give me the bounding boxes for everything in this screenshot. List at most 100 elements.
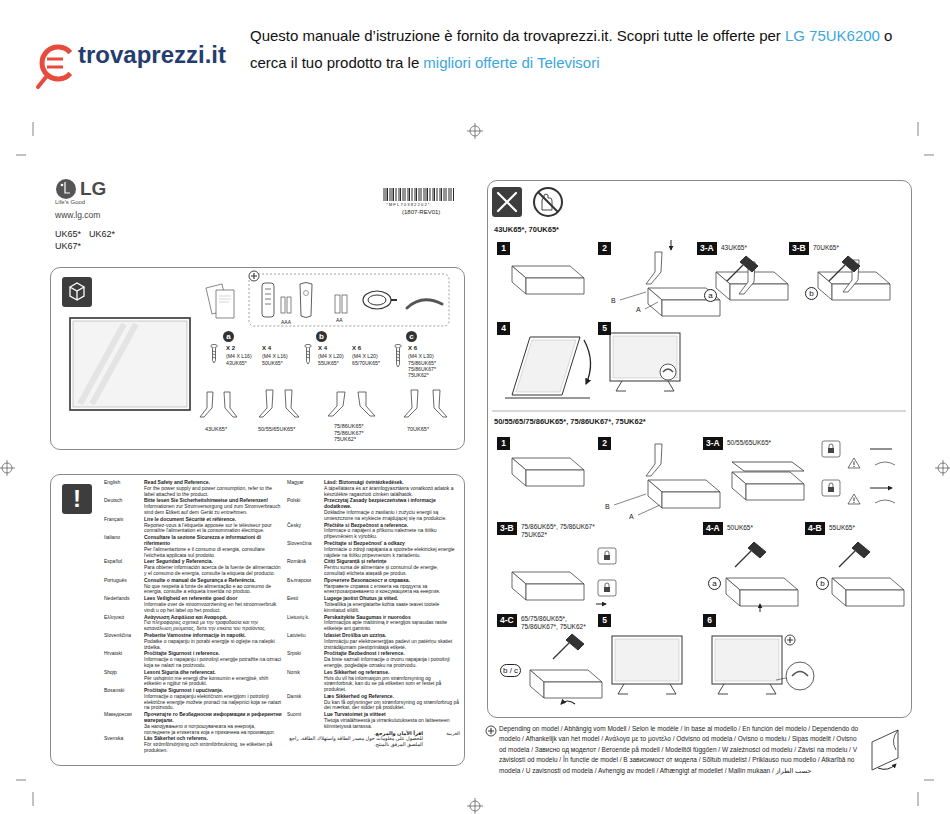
model-label: 75/86UK65* 75/86UK67* 75UK62* xyxy=(408,360,436,379)
language-name: Latviešu xyxy=(287,633,322,650)
language-row: HrvatskiPročitajte Sigurnost i reference… xyxy=(104,651,282,668)
contents-illustration xyxy=(285,390,299,417)
safety-text: För strömförsörjning och strömförbruknin… xyxy=(144,742,282,754)
assembly-illustration xyxy=(516,340,576,392)
assembly-illustration xyxy=(584,340,591,384)
warning-icon: ! xyxy=(62,484,92,514)
assembly-illustration xyxy=(839,542,870,567)
footnote-symbols xyxy=(878,764,896,769)
site-logo xyxy=(42,47,70,79)
screw-letter: c xyxy=(406,331,417,342)
language-content: Prečítajte si Bezpečnosť a odkazyInformá… xyxy=(324,541,460,558)
safety-text: Tietoja virtalähteestä ja virrankulutuks… xyxy=(324,718,460,730)
site-logo-text: trovaprezzi.it xyxy=(78,41,226,70)
badge-text: 4-C xyxy=(500,614,514,627)
language-name: Eesti xyxy=(287,596,322,613)
language-content: Прочетете Безопасност и справка.Направет… xyxy=(324,578,460,595)
assembly-illustration xyxy=(648,480,720,508)
barcode xyxy=(384,188,454,201)
model-label: 65/70UK65* xyxy=(352,360,380,366)
badge-text: 1 xyxy=(500,242,507,255)
language-content: Citiți Siguranță și referințePentru surs… xyxy=(324,559,460,576)
badge-text: b xyxy=(316,331,327,342)
language-content: Read Safety and Reference.For the power … xyxy=(144,480,282,497)
language-name: Español xyxy=(104,559,142,576)
language-name: Shqip xyxy=(104,670,142,687)
language-name: Deutsch xyxy=(104,498,142,515)
language-row: SlovenščinaPreberite Varnostne informaci… xyxy=(104,633,282,650)
language-row: NederlandsLees Veiligheid en referentie … xyxy=(104,596,282,613)
contents-illustration xyxy=(213,348,216,364)
registration-marks xyxy=(0,122,950,814)
screw-size: (M4 X L30) xyxy=(408,353,434,359)
revision-code: (1807-REV01) xyxy=(402,209,440,216)
language-name: Nederlands xyxy=(104,596,142,613)
language-name: Srpski xyxy=(287,651,322,668)
assembly-illustration xyxy=(832,578,904,606)
contents-illustration xyxy=(307,348,310,365)
language-name: Македонски xyxy=(104,712,142,735)
step-number: 3-A xyxy=(703,437,723,450)
text-column: EnglishRead Safety and Reference.For the… xyxy=(104,480,282,755)
badge-text: 4 xyxy=(500,322,507,335)
safety-text: A tápellátásra és az áramfogyasztásra vo… xyxy=(324,486,460,498)
safety-text: Për ushqimin me energji dhe konsumin e e… xyxy=(144,676,282,688)
screw-letter: a xyxy=(704,289,717,302)
language-row: БългарскиПрочетете Безопасност и справка… xyxy=(287,578,460,595)
screw-size: (M4 X L16) xyxy=(262,353,288,359)
language-row: DeutschBitte lesen Sie Sicherheitshinwei… xyxy=(104,498,282,515)
assembly-illustration xyxy=(822,480,840,496)
language-content: Bitte lesen Sie Sicherheitshinweise und … xyxy=(144,498,282,515)
language-name: Suomi xyxy=(287,712,322,729)
model-label: 43UK65* xyxy=(226,360,247,366)
screw-size: (M4 X L20) xyxy=(352,353,378,359)
contents-illustration xyxy=(368,295,386,305)
safety-text: Toiteallika ja energiatarbe kohta saate … xyxy=(324,602,460,614)
language-row: SlovenčinaPrečítajte si Bezpečnosť a odk… xyxy=(287,541,460,558)
safety-text: Pentru sursa de alimentare și consumul d… xyxy=(324,565,460,577)
contents-illustration xyxy=(328,392,345,416)
assembly-panel: 43UK65*, 70UK65*43UK65*70UK65*BA50/55/65… xyxy=(487,180,912,718)
language-row: FrançaisLire le document Sécurité et réf… xyxy=(104,517,282,534)
contents-illustration xyxy=(262,283,274,317)
contents-illustration xyxy=(285,390,299,417)
safety-text: Informacije o napajanju i potrošnji ener… xyxy=(144,657,282,669)
badge-text: ! xyxy=(62,484,92,514)
language-name: Română xyxy=(287,559,322,576)
safety-text: Για πληροφορίες σχετικά με την τροφοδοσί… xyxy=(144,620,282,632)
assembly-illustration xyxy=(561,701,575,704)
language-row: SrpskiPročitajte Bezbednost i reference.… xyxy=(287,651,460,668)
language-content: Lees Veiligheid en referentie goed doorI… xyxy=(144,596,282,613)
safety-text: За напојувањето и потрошувачката на енер… xyxy=(144,724,282,736)
assembly-illustration xyxy=(648,288,720,316)
contents-illustration xyxy=(80,324,136,404)
language-name: Slovenčina xyxy=(287,541,322,558)
screw-count: X 6 xyxy=(352,345,361,352)
contents-illustration xyxy=(249,274,449,326)
part-letter: A xyxy=(629,513,634,521)
model-label: 50UK65* xyxy=(262,360,283,366)
model-label: 43UK65* xyxy=(205,426,227,433)
badge-text: 5 xyxy=(601,322,608,335)
badge-text: 5 xyxy=(601,614,608,627)
language-content: Consultare la sezione Sicurezza e inform… xyxy=(144,535,282,558)
assembly-illustration xyxy=(776,678,786,680)
site-logo xyxy=(47,59,63,67)
registration-marks xyxy=(935,460,950,476)
badge-text: a xyxy=(711,578,718,589)
safety-text: Informāciju par elektroenerģijas padevi … xyxy=(324,639,460,651)
language-name: Italiano xyxy=(104,535,142,558)
assembly-illustration xyxy=(732,462,804,471)
language-row: EestiLugege jaotist Ohutus ja viited.Toi… xyxy=(287,596,460,613)
model-label: 50/55/65UK65* xyxy=(727,439,771,447)
assembly-illustration xyxy=(538,192,558,212)
step-number: 5 xyxy=(598,322,611,335)
badge-text: 3-A xyxy=(700,242,714,255)
language-content: اقرأ الأمان والمرجع.للحصول على معلومات ح… xyxy=(287,731,423,748)
language-name: Polski xyxy=(287,498,322,521)
contents-illustration xyxy=(304,291,309,296)
language-name: Français xyxy=(104,517,142,534)
contents-illustration xyxy=(433,390,447,417)
assembly-illustration xyxy=(870,449,892,488)
safety-text: Reportez-vous à l'étiquette apposée sur … xyxy=(144,523,282,535)
